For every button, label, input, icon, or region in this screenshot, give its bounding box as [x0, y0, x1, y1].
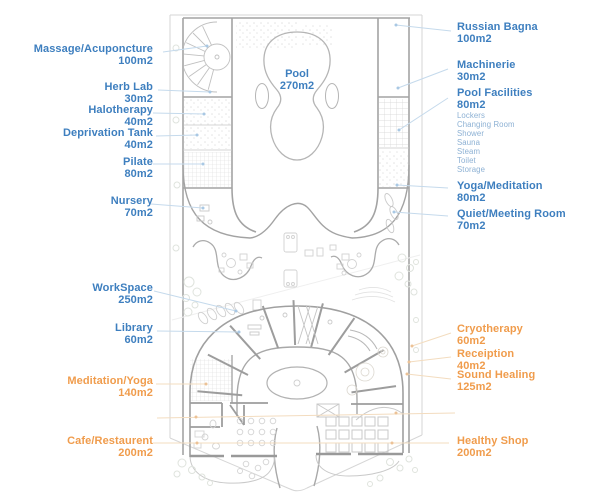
leader-dots-blue	[195, 23, 401, 334]
site-boundary	[169, 14, 423, 492]
pool-shape	[255, 31, 339, 161]
bagna-fan	[363, 22, 411, 92]
leader-dots-orange	[194, 344, 414, 445]
mandala-decor	[346, 346, 389, 396]
labyrinth-texture	[351, 287, 396, 303]
pool-facilities-sublist: Lockers Changing Room Shower Sauna Steam…	[457, 111, 515, 174]
library-shelves	[247, 312, 333, 336]
leader-lines-orange	[153, 332, 456, 444]
lower-building	[189, 287, 404, 489]
garden-zone	[171, 232, 421, 325]
workspace-desks	[197, 299, 262, 325]
room-furniture	[196, 193, 399, 234]
squiggle-wall-right	[330, 238, 400, 278]
ring-partitions	[197, 300, 397, 397]
cafe-walls	[190, 402, 403, 428]
cryotherapy-hatch	[297, 304, 319, 345]
garden-furniture	[218, 232, 362, 288]
sound-healing-oval	[266, 366, 328, 400]
label-pool: Pool 270m2	[257, 68, 337, 92]
squiggle-wall-left	[192, 240, 263, 281]
shop-shelves	[316, 403, 389, 453]
massage-fan	[184, 21, 231, 93]
leader-lines-blue	[150, 24, 452, 333]
pool-area: 270m2	[279, 79, 315, 92]
wave-wall	[249, 202, 353, 239]
reception-counter	[347, 329, 378, 352]
pool-name: Pool	[285, 68, 309, 80]
